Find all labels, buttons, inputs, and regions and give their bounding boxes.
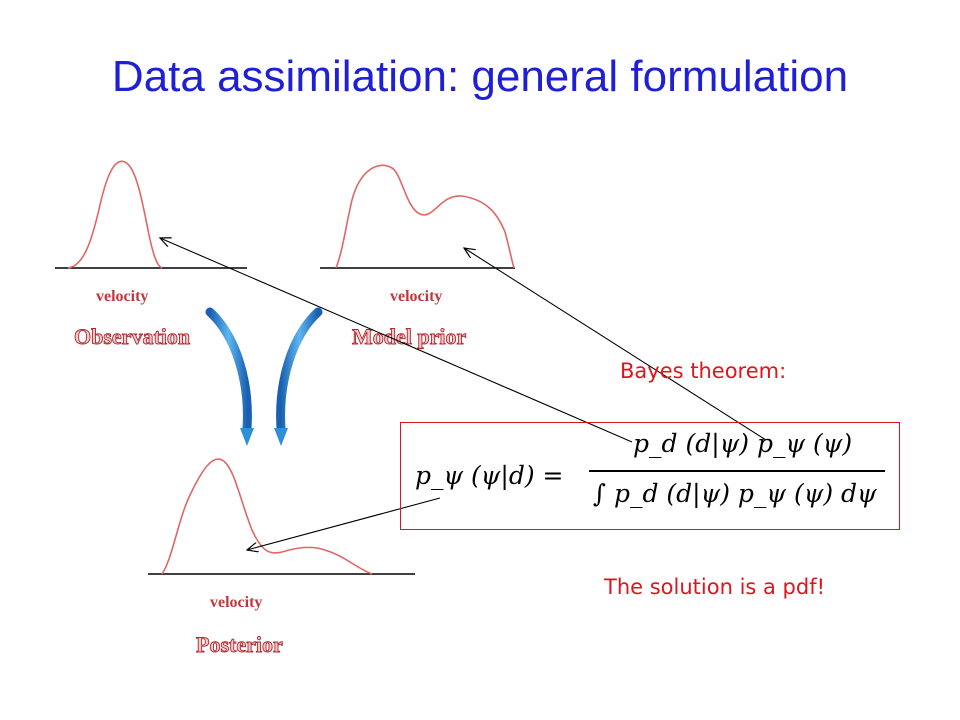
left-blue-arrow [205, 307, 254, 446]
observation-label: Observation [74, 324, 190, 349]
posterior-label: Posterior [196, 632, 283, 657]
model-prior-panel: velocity Model prior [320, 164, 515, 349]
model-prior-curve [335, 164, 515, 269]
model-prior-axis-label: velocity [390, 288, 442, 305]
posterior-axis-label: velocity [210, 594, 262, 611]
observation-panel: velocity Observation [55, 160, 247, 349]
arrow-to-observation [160, 238, 633, 443]
arrow-to-model-prior [464, 248, 767, 441]
bayes-formula-box: p_ψ (ψ|d) = p_d (d|ψ) p_ψ (ψ) ∫ p_d (d|ψ… [400, 422, 900, 530]
bayes-theorem-label: Bayes theorem: [620, 359, 787, 383]
posterior-panel: velocity Posterior [148, 458, 415, 657]
observation-axis-label: velocity [96, 288, 148, 305]
arrow-to-posterior [247, 497, 441, 550]
formula-denominator: ∫ p_d (d|ψ) p_ψ (ψ) dψ [593, 479, 877, 508]
model-prior-label: Model prior [352, 324, 466, 349]
conclusion-text: The solution is a pdf! [604, 575, 826, 599]
formula-lhs: p_ψ (ψ|d) = [415, 461, 564, 490]
formula-numerator: p_d (d|ψ) p_ψ (ψ) [633, 429, 853, 458]
formula-fraction-bar [589, 470, 885, 472]
posterior-curve [161, 458, 373, 575]
right-blue-arrow [274, 307, 323, 446]
observation-curve [67, 160, 163, 269]
slide-title: Data assimilation: general formulation [111, 52, 849, 101]
